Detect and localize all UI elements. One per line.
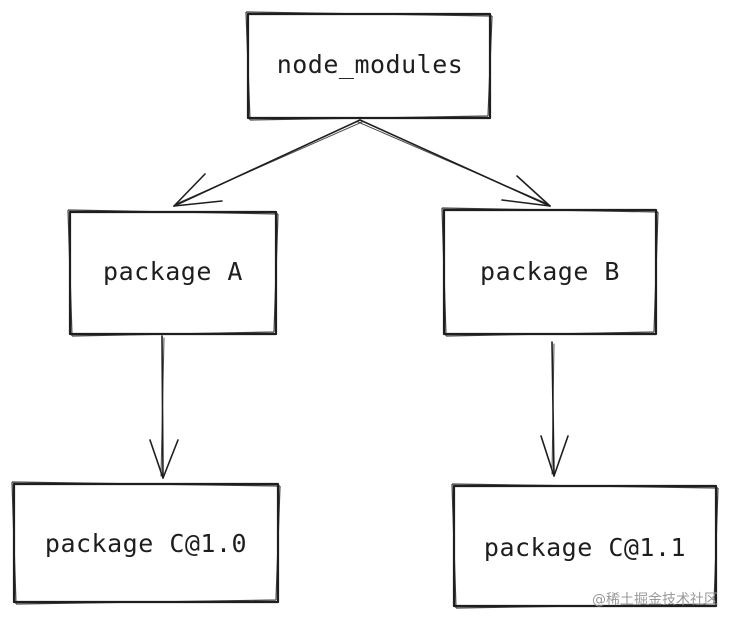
node-node-modules-sketch — [245, 11, 493, 121]
edge-package-b-to-package-c-1-1-line-sketch — [551, 343, 555, 475]
edge-node-modules-to-package-b-line-sketch — [357, 121, 549, 205]
node-package-a: package A — [67, 209, 279, 337]
arrowhead-package-c-1-0 — [149, 439, 179, 479]
edge-package-a-to-package-c-1-0-line-sketch — [160, 337, 165, 477]
edge-node-modules-to-package-a — [173, 119, 363, 207]
arrowhead-package-b — [501, 175, 551, 207]
node-package-c-1-0-sketch — [11, 481, 281, 605]
node-package-a-label: package A — [103, 257, 243, 286]
node-package-b-label: package B — [480, 257, 620, 286]
arrowhead-package-a — [173, 173, 223, 207]
node-package-c-1-0: package C@1.0 — [11, 481, 281, 605]
node-package-a-sketch — [67, 209, 279, 337]
edge-node-modules-to-package-b — [357, 119, 551, 207]
arrowhead-package-c-1-1 — [540, 435, 569, 477]
node-package-c-1-0-label: package C@1.0 — [45, 529, 247, 558]
watermark-text: @稀土掘金技术社区 — [592, 592, 718, 608]
node-node-modules: node_modules — [245, 11, 493, 121]
edge-package-a-to-package-c-1-0 — [149, 335, 179, 479]
edge-package-b-to-package-c-1-1 — [540, 341, 569, 477]
node-package-c-1-1-sketch — [451, 483, 719, 609]
node-package-c-1-1-label: package C@1.1 — [484, 533, 686, 562]
node-package-b-sketch — [441, 207, 659, 337]
node-package-c-1-1: package C@1.1 — [451, 483, 719, 609]
node-package-b: package B — [441, 207, 659, 337]
edge-node-modules-to-package-a-line-sketch — [175, 121, 363, 205]
node-node-modules-label: node_modules — [277, 50, 464, 79]
